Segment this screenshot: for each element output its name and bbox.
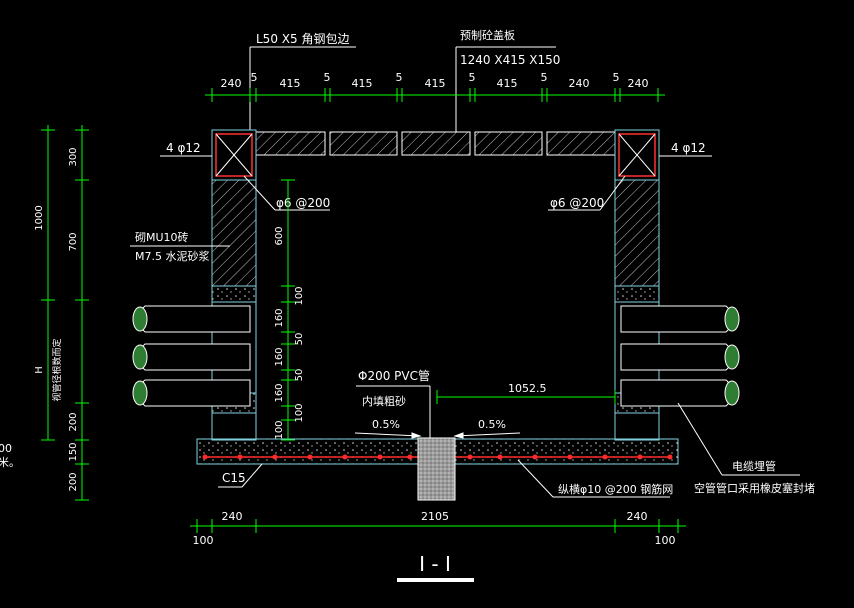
right-cable-pipes — [620, 305, 740, 407]
cable-pipe-label: 电缆埋管 — [732, 459, 776, 473]
left-col-300: 300 — [68, 147, 79, 166]
dim-bottom-240-right: 240 — [627, 510, 648, 523]
dim-top-12: 240 — [628, 77, 649, 90]
dim-top-7: 5 — [469, 71, 476, 84]
left-ring-beam — [211, 129, 257, 181]
dim-bottom-240-left: 240 — [222, 510, 243, 523]
dim-top-2: 415 — [280, 77, 301, 90]
dim-top-0: 240 — [221, 77, 242, 90]
left-vert-h: H — [34, 366, 45, 374]
left-vert-mid: 视管径根数而定 — [51, 338, 63, 401]
dim-top-6: 415 — [425, 77, 446, 90]
precast-slab-callout: 预制砼盖板 1240 X415 X150 — [455, 28, 560, 132]
dim-top-11: 5 — [613, 71, 620, 84]
left-vert-1000: 1000 — [34, 205, 45, 230]
pvc-callout: Φ200 PVC管 内填粗砂 — [356, 368, 431, 438]
inner-100c: 100 — [274, 420, 285, 439]
base-slab — [196, 437, 679, 501]
left-cable-pipes — [132, 305, 251, 407]
top-dimension-texts: 240 5 415 5 415 5 415 5 415 5 240 5 240 — [221, 71, 649, 90]
stirrup-left-label: φ6 @200 — [276, 196, 330, 210]
stirrup-right-label: φ6 @200 — [550, 196, 604, 210]
slope-left-label: 0.5% — [372, 418, 400, 431]
cover-slabs — [255, 131, 616, 156]
dim-bottom-2105: 2105 — [421, 510, 449, 523]
slope-right-label: 0.5% — [478, 418, 506, 431]
outer-vertical-texts: 1000 视管径根数而定 H 300 700 200 150 200 — [34, 147, 79, 491]
dim-top-10: 240 — [569, 77, 590, 90]
edge-text-2: 米。 — [0, 456, 20, 469]
concrete-callout: C15 — [218, 463, 263, 488]
dim-bottom-100-left: 100 — [193, 534, 214, 547]
brick-label-2: M7.5 水泥砂浆 — [135, 249, 209, 263]
bottom-dimension-texts: 240 2105 240 100 100 — [193, 510, 676, 547]
precast-slab-label: 预制砼盖板 — [460, 28, 515, 42]
angle-steel-callout: L50 X5 角钢包边 — [249, 32, 356, 132]
section-title: I - I — [397, 552, 474, 582]
mesh-callout: 纵横φ10 @200 钢筋网 — [517, 459, 673, 498]
slab-size-label: 1240 X415 X150 — [460, 53, 560, 67]
section-title-text: I - I — [419, 552, 451, 576]
angle-steel-label: L50 X5 角钢包边 — [256, 32, 349, 46]
inner-50a: 50 — [294, 333, 305, 346]
dim-top-9: 5 — [541, 71, 548, 84]
brick-callout: 砌MU10砖 M7.5 水泥砂浆 — [130, 230, 230, 263]
stirrup-right-callout: φ6 @200 — [548, 175, 626, 211]
concrete-label: C15 — [222, 471, 246, 485]
inner-160a: 160 — [274, 308, 285, 327]
rebar-right-label: 4 φ12 — [671, 141, 706, 155]
left-col-200a: 200 — [68, 412, 79, 431]
inner-160b: 160 — [274, 347, 285, 366]
half-width-label: 1052.5 — [508, 382, 547, 395]
inner-600: 600 — [274, 226, 285, 245]
outer-vertical-dimensions — [41, 125, 89, 501]
top-dimension-row — [205, 88, 665, 102]
rebar-right-callout: 4 φ12 — [659, 141, 712, 157]
inner-160c: 160 — [274, 383, 285, 402]
rebar-dots — [202, 454, 673, 460]
dim-top-1: 5 — [251, 71, 258, 84]
left-col-200b: 200 — [68, 472, 79, 491]
inner-vertical-dimensions — [281, 179, 295, 441]
dim-top-3: 5 — [324, 71, 331, 84]
empty-pipe-label: 空管管口采用橡皮塞封堵 — [694, 481, 815, 495]
dim-top-4: 415 — [352, 77, 373, 90]
brick-label-1: 砌MU10砖 — [135, 230, 189, 244]
floor-slopes — [354, 432, 521, 439]
left-col-150: 150 — [68, 442, 79, 461]
dim-bottom-100-right: 100 — [655, 534, 676, 547]
dim-top-5: 5 — [396, 71, 403, 84]
half-width-dimension — [436, 390, 616, 404]
edge-text-1: 00 — [0, 442, 12, 455]
inner-vertical-texts: 600 100 160 50 160 50 160 100 100 — [274, 226, 305, 439]
left-col-700: 700 — [68, 232, 79, 251]
rebar-left-label: 4 φ12 — [166, 141, 201, 155]
mesh-label: 纵横φ10 @200 钢筋网 — [558, 482, 673, 496]
inner-50b: 50 — [294, 369, 305, 382]
bottom-dimension-row — [190, 519, 686, 533]
right-ring-beam — [614, 129, 660, 181]
cable-pipe-callout: 电缆埋管 空管管口采用橡皮塞封堵 — [677, 402, 815, 495]
inner-100a: 100 — [294, 286, 305, 305]
pvc-fill-label: 内填粗砂 — [362, 394, 406, 408]
rebar-left-callout: 4 φ12 — [160, 141, 212, 157]
inner-100b: 100 — [294, 403, 305, 422]
pvc-pipe-label: Φ200 PVC管 — [358, 368, 430, 383]
dim-top-8: 415 — [497, 77, 518, 90]
stirrup-left-callout: φ6 @200 — [243, 175, 330, 211]
